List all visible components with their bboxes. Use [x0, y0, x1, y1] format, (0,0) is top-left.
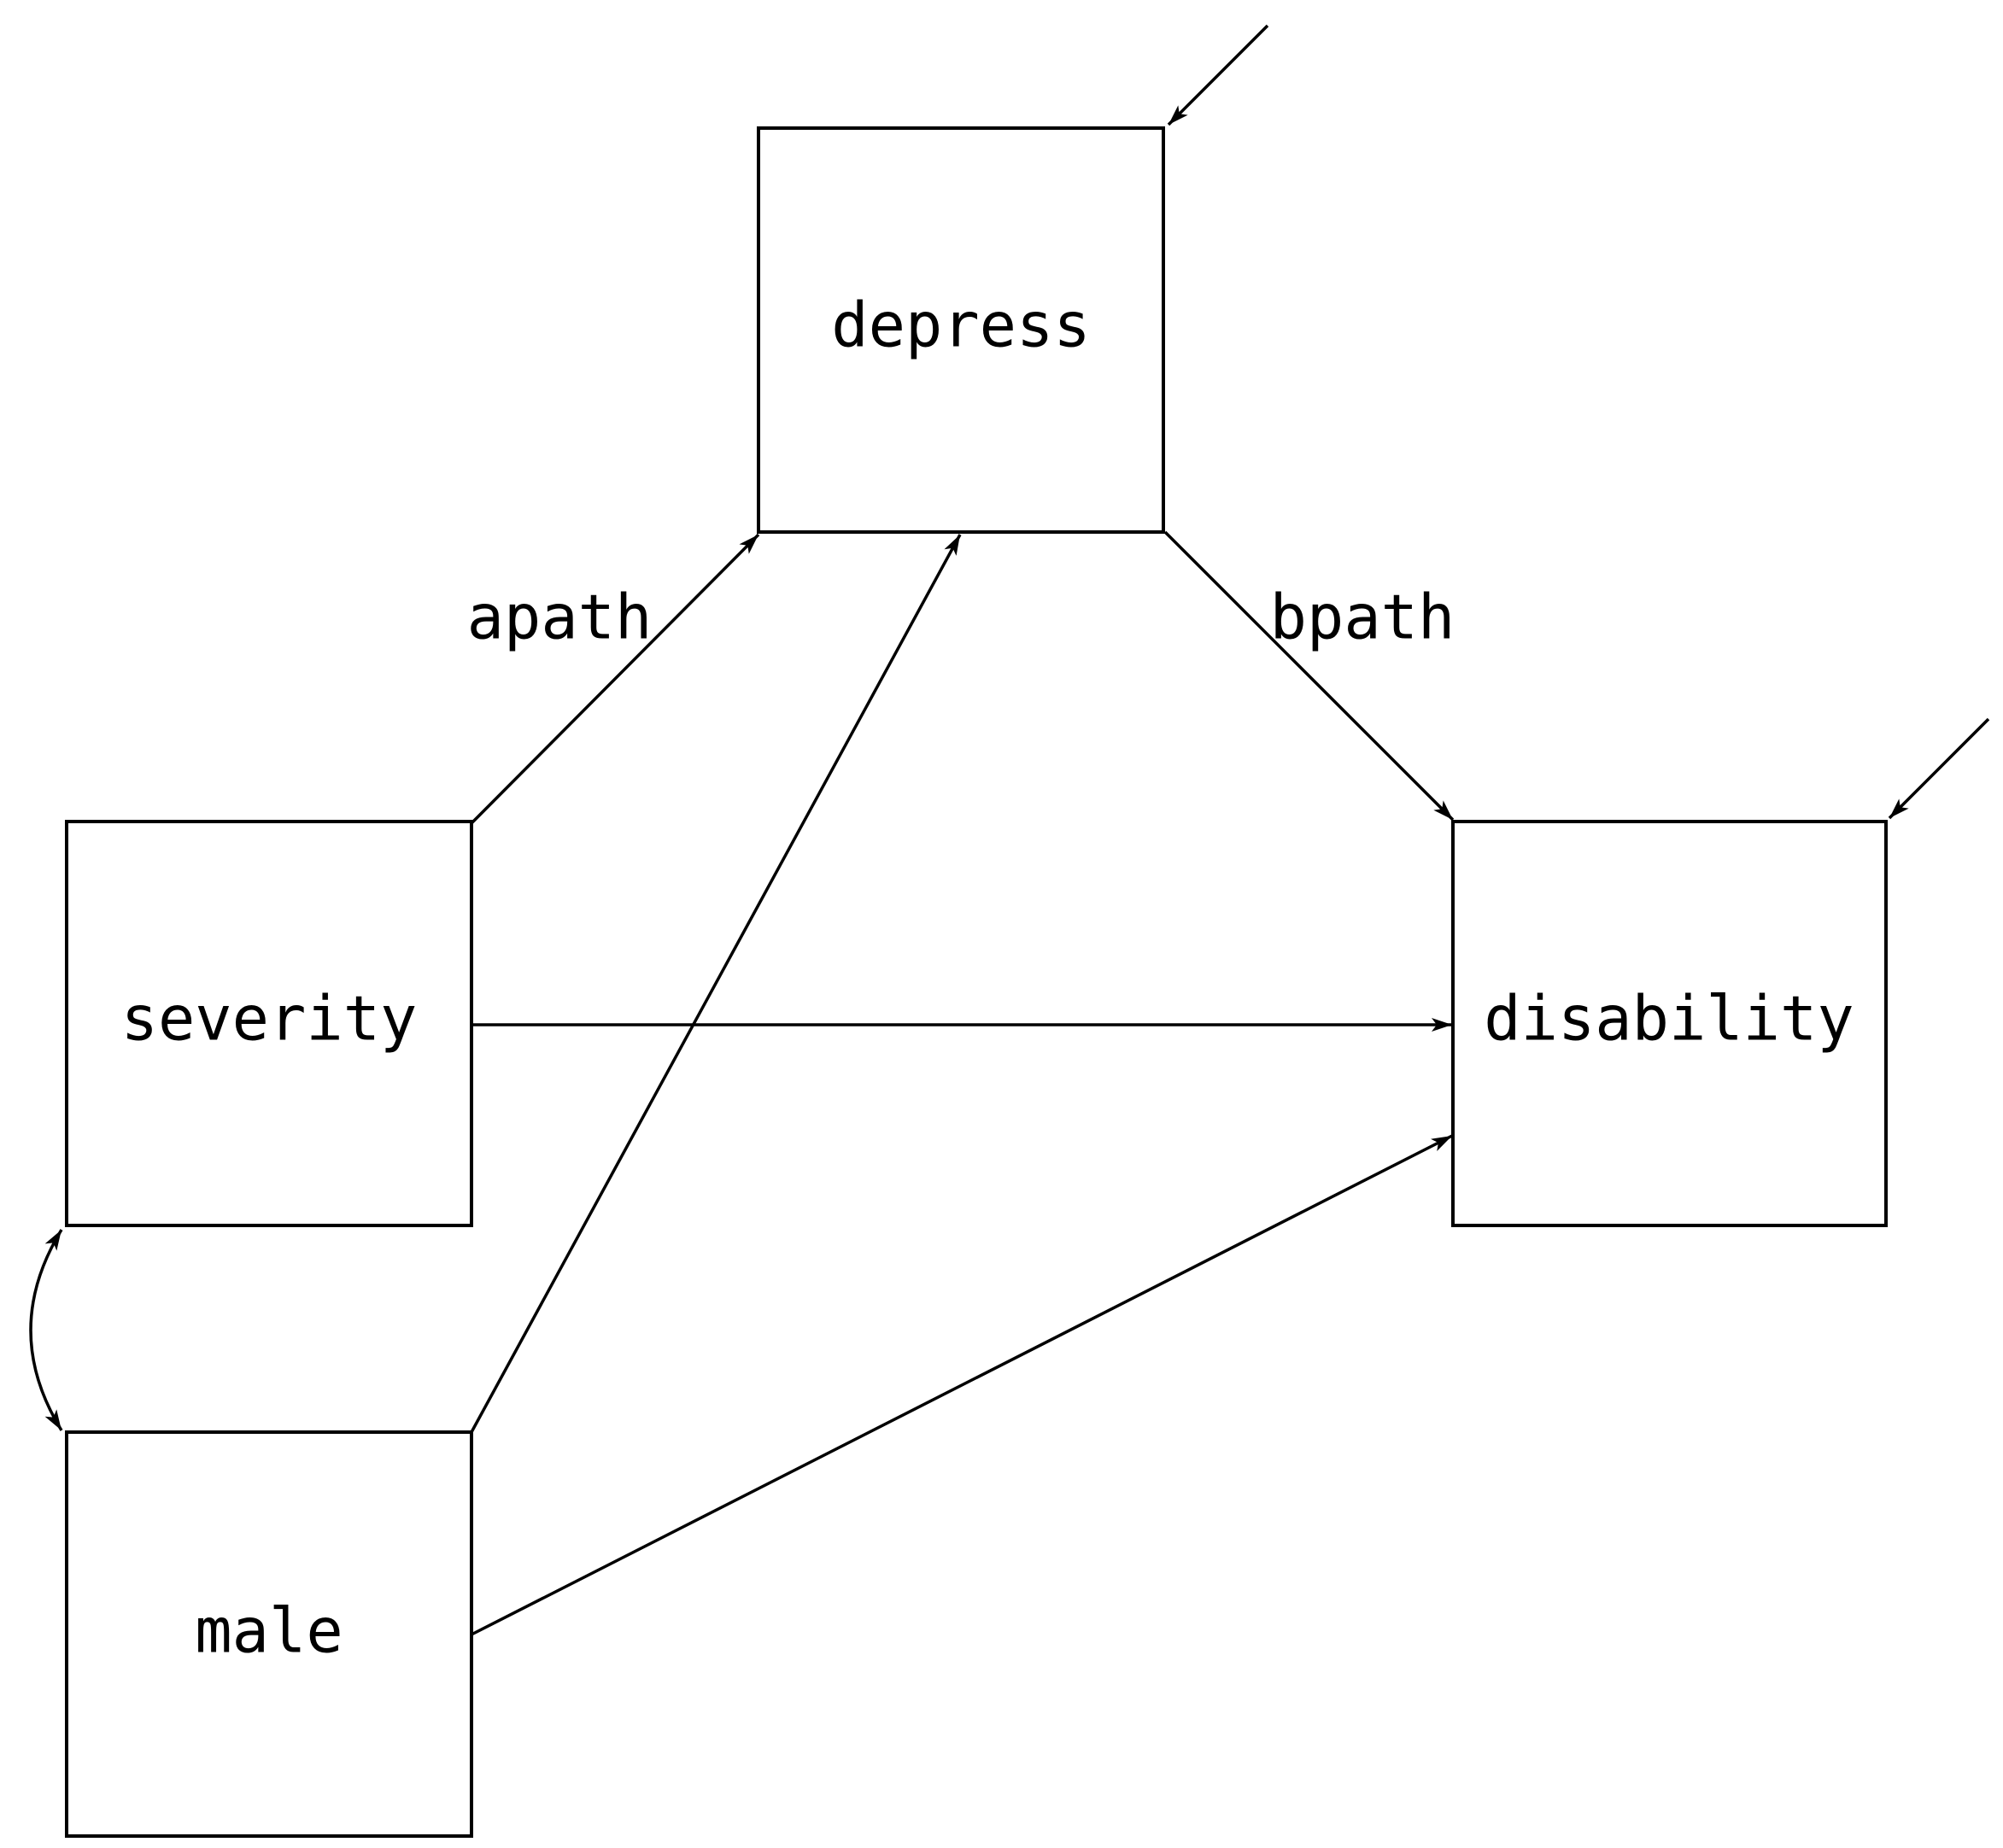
edge-covariance-severity-male: [29, 1229, 63, 1431]
node-disability-label: disability: [1484, 983, 1854, 1055]
edge-label-bpath: bpath: [1270, 582, 1455, 653]
edge-label-apath: apath: [467, 582, 653, 653]
edge-error-depress: [1167, 24, 1269, 126]
edge-error-disability: [1888, 717, 1990, 820]
edges: [29, 24, 1990, 1636]
node-depress-box: [757, 126, 1165, 534]
edge-male-depress: [470, 534, 962, 1433]
node-disability-box: [1451, 820, 1888, 1227]
edge-male-disability: [471, 1134, 1453, 1636]
node-severity: severity: [65, 820, 473, 1227]
node-disability: disability: [1451, 820, 1888, 1227]
edge-depress-disability: [1163, 530, 1455, 822]
node-male: male: [65, 1430, 473, 1838]
node-male-label: male: [195, 1595, 343, 1667]
node-depress: depress: [757, 126, 1165, 534]
node-depress-label: depress: [831, 289, 1090, 361]
node-male-box: [65, 1430, 473, 1838]
edge-severity-depress: [470, 533, 760, 825]
node-severity-box: [65, 820, 473, 1227]
node-severity-label: severity: [121, 983, 418, 1055]
